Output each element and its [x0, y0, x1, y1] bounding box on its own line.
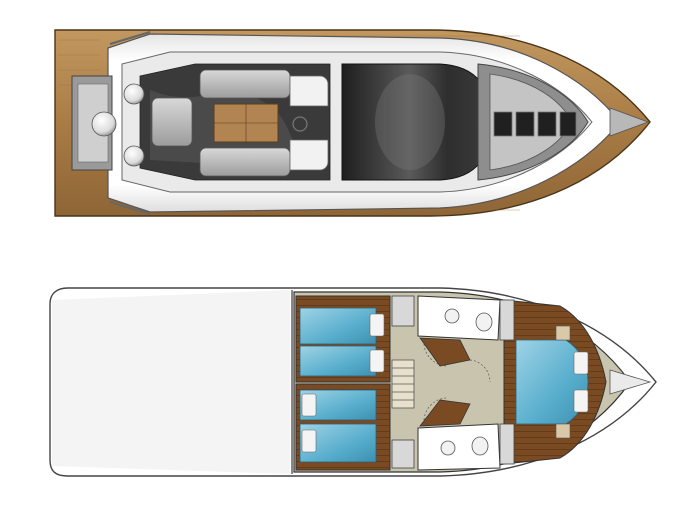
- door-swing-icon: [423, 397, 447, 425]
- deck-plan-view: [54, 29, 651, 217]
- bedside-table: [555, 423, 571, 439]
- bow-tip: [609, 369, 652, 395]
- bed: [299, 345, 377, 377]
- pillow: [369, 349, 385, 373]
- deck-hatch: [515, 111, 535, 137]
- toilet-icon: [475, 312, 493, 332]
- deck-hatch: [537, 111, 557, 137]
- pillow: [369, 313, 385, 337]
- staircase-icon: [391, 359, 415, 409]
- radar-dome: [123, 83, 145, 105]
- bow-tip: [609, 107, 650, 137]
- wardrobe: [499, 299, 515, 341]
- deck-hatch: [559, 111, 577, 137]
- helm-seat-icon: [289, 139, 329, 171]
- side-rail: [109, 201, 151, 215]
- sink-icon: [440, 440, 456, 456]
- glass-roof-highlight: [375, 74, 445, 170]
- wardrobe: [391, 295, 415, 327]
- wardrobe: [499, 423, 515, 465]
- starboard-head: [417, 423, 501, 471]
- helm-seat-icon: [289, 75, 329, 107]
- pillow: [573, 351, 589, 375]
- radar-dome: [91, 111, 117, 137]
- port-lounge-seat: [199, 69, 291, 99]
- steering-wheel-icon: [292, 116, 308, 132]
- sink-icon: [444, 308, 460, 324]
- bed: [299, 307, 377, 345]
- pillow: [573, 389, 589, 413]
- starboard-lounge-seat: [199, 147, 291, 177]
- deck-hatch: [493, 111, 513, 137]
- aft-bench-seat: [151, 97, 193, 147]
- forward-bed: [515, 339, 589, 425]
- corridor-wood: [419, 399, 471, 427]
- radar-dome: [123, 145, 145, 167]
- toilet-icon: [471, 436, 489, 456]
- door-swing-icon: [469, 359, 491, 383]
- engine-room: [52, 290, 290, 474]
- door-swing-icon: [423, 339, 447, 367]
- pillow: [301, 393, 317, 417]
- pillow: [301, 429, 317, 453]
- bedside-table: [555, 325, 571, 341]
- lower-deck-plan-view: [49, 287, 657, 477]
- side-rail: [109, 31, 151, 45]
- wardrobe: [391, 439, 415, 469]
